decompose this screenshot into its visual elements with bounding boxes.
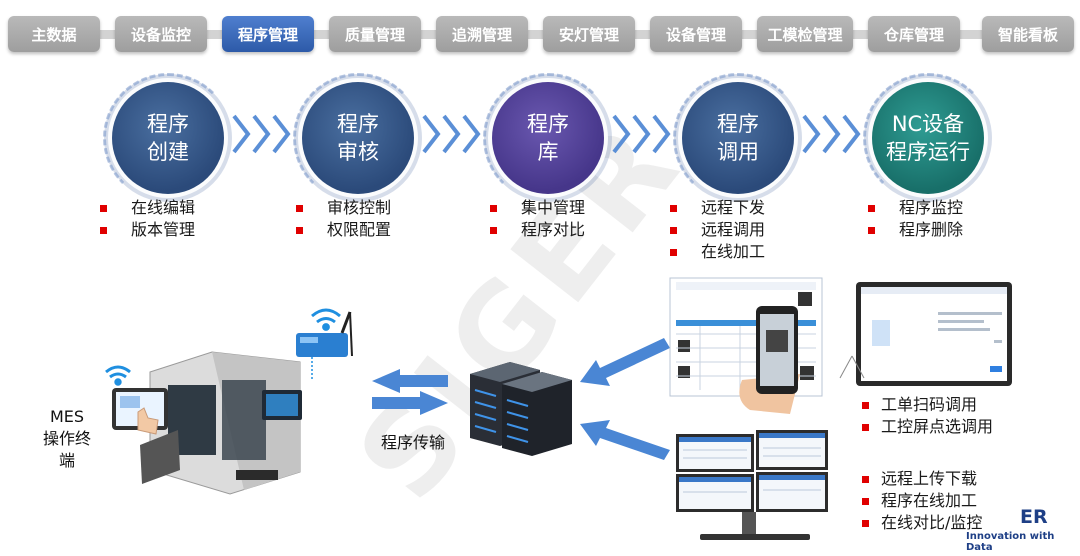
step-program-create: 程序 创建 (103, 73, 233, 203)
tab-device-management[interactable]: 设备管理 (650, 16, 742, 52)
tab-program-management[interactable]: 程序管理 (222, 16, 314, 52)
wifi-icon (105, 365, 131, 386)
feature-list-review: 审核控制 权限配置 (296, 197, 391, 241)
mes-label-line: 操作终端 (42, 429, 91, 470)
monitor-icon (676, 430, 828, 540)
feature-list-library: 集中管理 程序对比 (490, 197, 585, 241)
tab-equipment-monitoring[interactable]: 设备监控 (115, 16, 207, 52)
brand-logo: ER (1020, 506, 1048, 528)
feature-list-nc: 程序监控 程序删除 (868, 197, 963, 241)
tab-tooling-inspection[interactable]: 工模检管理 (757, 16, 853, 52)
tab-traceability-management[interactable]: 追溯管理 (436, 16, 528, 52)
tab-warehouse-management[interactable]: 仓库管理 (868, 16, 960, 52)
feature-item: 远程上传下载 (881, 469, 978, 488)
feature-item: 程序对比 (521, 220, 586, 239)
step-nc-program-run: NC设备 程序运行 (863, 73, 993, 203)
feature-item: 远程调用 (701, 220, 766, 239)
chevron-arrow-icon (232, 114, 291, 154)
step-program-call: 程序 调用 (673, 73, 803, 203)
nav-connector (740, 30, 770, 39)
tab-smart-dashboard[interactable]: 智能看板 (982, 16, 1074, 52)
chevron-arrow-icon (612, 114, 671, 154)
nav-connector (98, 30, 128, 39)
feature-item: 远程下发 (701, 198, 766, 217)
step-program-review: 程序 审核 (293, 73, 423, 203)
feature-item: 程序在线加工 (881, 491, 978, 510)
device-to-server-arrow (580, 338, 670, 460)
feature-item: 在线对比/监控 (881, 513, 983, 532)
nav-connector (419, 30, 449, 39)
tab-quality-management[interactable]: 质量管理 (329, 16, 421, 52)
phone-icon (739, 306, 800, 414)
tab-master-data[interactable]: 主数据 (8, 16, 100, 52)
feature-item: 程序删除 (899, 220, 964, 239)
router-icon (296, 311, 353, 380)
feature-item: 权限配置 (327, 220, 392, 239)
mes-label-line: MES (49, 407, 85, 426)
feature-item: 集中管理 (521, 198, 586, 217)
feature-item: 版本管理 (131, 220, 196, 239)
chevron-arrow-icon (802, 114, 861, 154)
feature-item: 程序监控 (899, 198, 964, 217)
mes-terminal-label: MES 操作终端 (40, 406, 94, 472)
work-order-sheet (669, 277, 823, 397)
feature-item: 在线编辑 (131, 198, 196, 217)
feature-list-workorder: 工单扫码调用 工控屏点选调用 (862, 394, 993, 438)
wifi-icon (311, 308, 341, 331)
feature-list-create: 在线编辑 版本管理 (100, 197, 195, 241)
server-icon (470, 362, 572, 456)
cnc-machine (140, 351, 302, 495)
nav-connector (205, 30, 235, 39)
nav-connector (847, 30, 877, 39)
monitor-icon (839, 282, 1012, 386)
feature-item: 工单扫码调用 (881, 395, 978, 414)
brand-tagline: Innovation with Data (966, 531, 1055, 553)
module-nav: 主数据 设备监控 程序管理 质量管理 追溯管理 安灯管理 设备管理 工模检管理 … (8, 10, 1074, 62)
nav-connector (312, 30, 342, 39)
nav-connector (633, 30, 663, 39)
feature-list-call: 远程下发 远程调用 在线加工 (670, 197, 765, 263)
program-transfer-label: 程序传输 (381, 433, 446, 452)
tablet-device (112, 388, 168, 435)
nav-connector (526, 30, 556, 39)
chevron-arrow-icon (422, 114, 481, 154)
feature-item: 工控屏点选调用 (881, 417, 994, 436)
feature-item: 审核控制 (327, 198, 392, 217)
tab-andon-management[interactable]: 安灯管理 (543, 16, 635, 52)
step-program-library: 程序 库 (483, 73, 613, 203)
feature-list-remote: 远程上传下载 程序在线加工 在线对比/监控 (862, 468, 982, 534)
feature-item: 在线加工 (701, 242, 766, 261)
nav-connector (954, 30, 984, 39)
transfer-arrows (372, 369, 448, 415)
